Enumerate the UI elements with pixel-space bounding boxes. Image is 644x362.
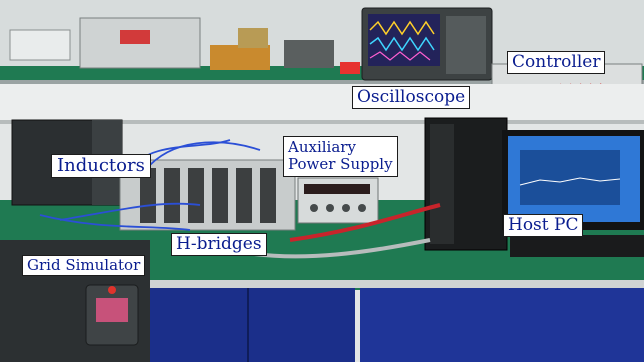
auxiliary-label-line-2: Power Supply	[288, 155, 393, 174]
bench-edge	[0, 280, 644, 288]
middle-rail	[0, 120, 644, 124]
grid-simulator-button	[108, 286, 116, 294]
h-bridge-wires	[39, 139, 261, 231]
inductors-label: Inductors	[51, 154, 151, 178]
host-pc-label-text: Host PC	[508, 215, 579, 235]
aux-knob-2	[326, 204, 334, 212]
aux-knob-3	[342, 204, 350, 212]
waveform-2	[369, 36, 435, 52]
warning-sticker	[120, 30, 150, 44]
auxiliary-power-supply-label: Auxiliary Power Supply	[283, 136, 398, 177]
controller-label-text: Controller	[512, 52, 601, 72]
aux-power-supply-display	[304, 184, 370, 194]
host-pc-front	[430, 124, 454, 244]
host-pc-label: Host PC	[503, 214, 584, 237]
h-bridges-label: H-bridges	[171, 233, 267, 256]
lower-cabinet-right	[360, 288, 644, 362]
h-bridge-modules	[140, 168, 276, 223]
oscilloscope-knobs	[446, 16, 486, 74]
top-shelf-edge	[0, 80, 644, 84]
red-tag	[340, 62, 360, 74]
h-bridges-label-text: H-bridges	[176, 234, 262, 254]
monitor-trace	[519, 177, 621, 186]
auxiliary-label-line-1: Auxiliary	[288, 138, 356, 156]
waveform-3	[369, 51, 431, 61]
monitor-plot-area	[520, 150, 620, 205]
top-equipment-3	[284, 40, 334, 68]
aux-knob-1	[310, 204, 318, 212]
controller-label: Controller	[507, 51, 606, 74]
top-equipment-1	[9, 29, 71, 61]
transformer-top	[238, 28, 268, 48]
grid-simulator-screen	[96, 298, 128, 322]
inductors-label-text: Inductors	[57, 155, 145, 176]
waveform-1	[369, 20, 435, 36]
oscilloscope-label-text: Oscilloscope	[357, 87, 466, 107]
transformer-block	[210, 45, 270, 70]
oscilloscope-label: Oscilloscope	[352, 86, 471, 109]
grid-simulator-label-text: Grid Simulator	[27, 256, 141, 274]
keyboard	[510, 235, 644, 257]
grid-simulator-label: Grid Simulator	[22, 255, 146, 276]
red-cable	[289, 203, 441, 242]
middle-wall	[0, 84, 644, 124]
aux-knob-4	[358, 204, 366, 212]
